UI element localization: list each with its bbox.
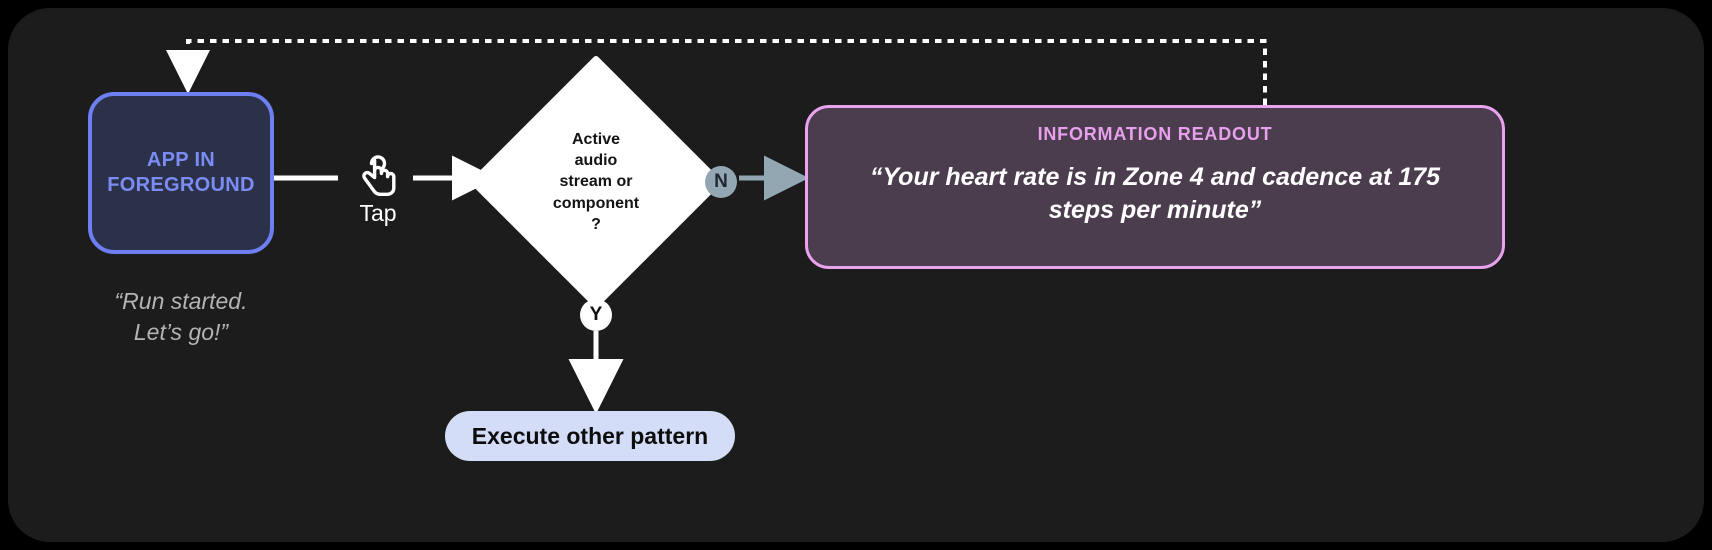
tap-label: Tap: [359, 200, 397, 226]
branch-badge-no[interactable]: N: [705, 166, 737, 198]
connector-layer: [166, 39, 1267, 414]
branch-badge-yes[interactable]: Y: [580, 299, 612, 331]
app-label-line-1: APP IN: [146, 149, 216, 171]
node-execute-other-pattern[interactable]: Execute other pattern: [445, 411, 735, 461]
app-caption-line-2: Let’s go!”: [133, 319, 229, 346]
tap-gesture-icon: [362, 155, 396, 197]
node-app-in-foreground[interactable]: APP IN FOREGROUND: [88, 92, 274, 254]
decision-line-3: stream or: [559, 173, 633, 191]
node-decision-audio-stream[interactable]: Active audio stream or component ?: [468, 54, 724, 310]
app-caption-line-1: “Run started.: [114, 288, 248, 314]
information-readout-quote: “Your heart rate is in Zone 4 and cadenc…: [835, 161, 1475, 227]
app-in-foreground-label: APP IN FOREGROUND: [107, 148, 254, 198]
connector-readout-feedback-to-app: [166, 39, 1267, 105]
decision-line-4: component: [552, 194, 640, 212]
node-information-readout[interactable]: INFORMATION READOUT “Your heart rate is …: [805, 105, 1505, 269]
decision-diamond-label: Active audio stream or component ?: [484, 70, 708, 294]
tap-gesture-group: Tap: [340, 150, 416, 225]
decision-line-1: Active: [571, 131, 621, 149]
decision-line-2: audio: [574, 152, 618, 170]
app-label-line-2: FOREGROUND: [107, 174, 255, 196]
diagram-canvas: APP IN FOREGROUND “Run started. Let’s go…: [8, 8, 1704, 542]
readout-quote-line-2: 175 steps per minute”: [1048, 163, 1441, 224]
decision-line-5: ?: [591, 215, 601, 233]
app-foreground-caption: “Run started. Let’s go!”: [64, 286, 298, 348]
readout-quote-line-1: “Your heart rate is in Zone 4 and cadenc…: [869, 163, 1392, 191]
information-readout-title: INFORMATION READOUT: [1037, 124, 1273, 144]
